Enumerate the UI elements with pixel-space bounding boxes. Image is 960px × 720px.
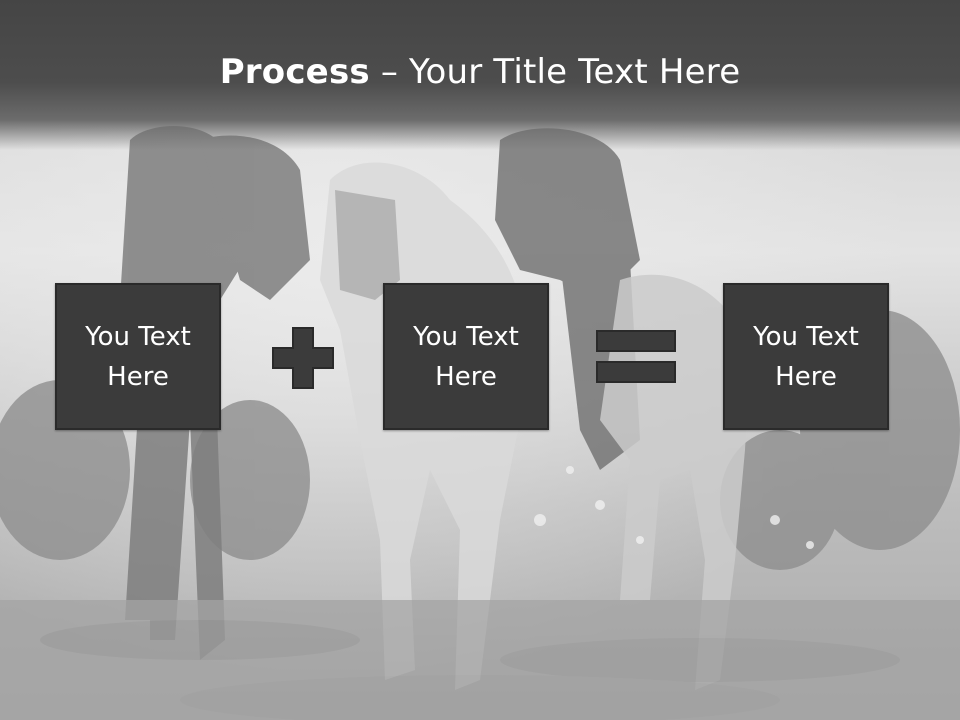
title-bold: Process [219,52,370,92]
equals-icon [596,330,676,383]
title-bar: Process – Your Title Text Here [0,0,960,150]
slide-title: Process – Your Title Text Here [0,52,960,92]
process-box-1-text: You Text Here [85,321,191,392]
title-rest: – Your Title Text Here [369,52,741,92]
process-box-1[interactable]: You Text Here [55,283,221,430]
process-box-3-text: You Text Here [753,321,859,392]
process-box-3[interactable]: You Text Here [723,283,889,430]
plus-icon [272,327,334,389]
process-box-2[interactable]: You Text Here [383,283,549,430]
process-box-2-text: You Text Here [413,321,519,392]
